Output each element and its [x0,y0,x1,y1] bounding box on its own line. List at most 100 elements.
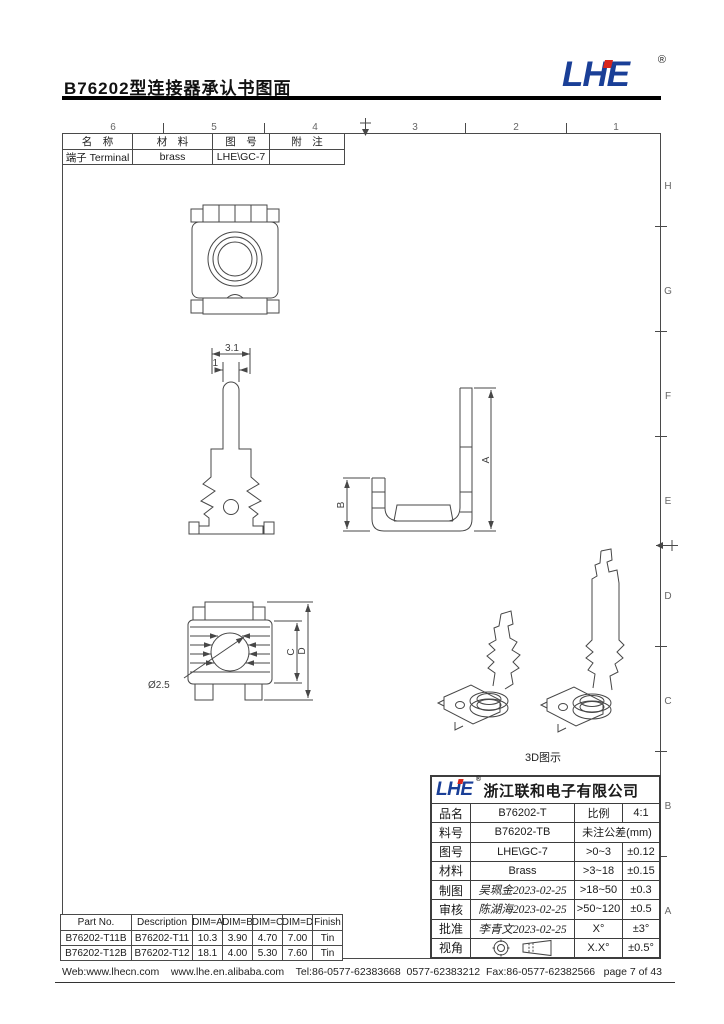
registered-mark: ® [475,776,481,783]
tolerance-value: ±0.3 [630,884,652,897]
logo-text: LHE [562,55,630,94]
side-view-drawing [343,387,496,532]
registered-mark: ® [657,54,666,66]
projection-symbol [471,938,575,957]
part-dimd: 7.60 [283,946,313,960]
field-label: 审核 [432,900,471,919]
col-header-dimd: DIM=D [283,915,313,930]
zone-label: B [665,801,672,812]
col-header-dimc: DIM=C [253,915,283,930]
parts-table-header-row: Part No. Description DIM=A DIM=B DIM=C D… [61,915,342,930]
field-label: 批准 [432,919,471,938]
part-no: B76202-T12B [61,946,132,960]
tolerance-range: X° [575,919,623,938]
top-view-drawing [190,204,280,315]
tolerance-range: >3~18 [575,861,623,880]
field-value: B76202-T [471,804,575,823]
part-no: B76202-T11B [61,931,132,945]
field-label: 视角 [432,938,471,957]
col-header-dima: DIM=A [193,915,223,930]
part-description: B76202-T11 [132,931,193,945]
title-block-row-partno: 料号 B76202-TB 未注公差(mm) [432,823,659,843]
scale-label: 比例 [575,804,623,823]
zone-label: 6 [110,122,116,133]
tolerance-value: ±3° [632,922,650,935]
zone-label: 3 [412,122,418,133]
tolerance-value: ±0.15 [627,864,655,877]
footer-contact-info: Web:www.lhecn.com www.lhe.en.alibaba.com… [62,966,596,978]
header-divider [62,96,661,100]
part-dima: 18.1 [193,946,223,960]
part-dimb: 4.00 [223,946,253,960]
page-title: B76202型连接器承认书图面 [64,79,292,98]
parts-table-row: B76202-T11B B76202-T11 10.3 3.90 4.70 7.… [61,930,342,945]
dim-label-pin: 1 [212,358,218,369]
part-dimc: 4.70 [253,931,283,945]
tolerance-title: 未注公差(mm) [582,827,652,840]
logo-text: LHE [436,779,473,800]
part-finish: Tin [320,932,335,944]
material-table-data-row: 端子 Terminal brass LHE\GC-7 [63,149,344,164]
material-table-header-row: 名 称 材 料 图 号 附 注 [63,134,344,149]
tolerance-value: ±0.5° [628,941,654,954]
tolerance-value: ±0.12 [627,845,655,858]
dim-label-C: C [286,648,297,655]
part-dimc: 5.30 [253,946,283,960]
page-number: page 7 of 43 [603,966,662,978]
dim-label-hole: Ø2.5 [148,680,170,691]
field-label: 制图 [432,881,471,900]
title-block-row-drawingno: 图号 LHE\GC-7 >0~3 ±0.12 [432,842,659,862]
scale-value: 4:1 [633,807,649,820]
top-center-mark-arrow [362,129,369,136]
zone-label: G [664,286,672,297]
zone-label: A [665,906,672,917]
material-table: 名 称 材 料 图 号 附 注 端子 Terminal brass LHE\GC… [62,133,345,165]
signature-drawn: 吴珮金2023-02-25 [471,881,575,900]
part-dima: 10.3 [193,931,223,945]
field-label: 图号 [432,842,471,861]
title-block-header: LHE ® 浙江联和电子有限公司 [432,776,659,804]
zone-label: C [664,696,671,707]
bottom-view-drawing [183,601,313,701]
zone-label: E [665,496,672,507]
parts-table-row: B76202-T12B B76202-T12 18.1 4.00 5.30 7.… [61,945,342,960]
field-value: B76202-TB [471,823,575,842]
title-block-row-checkedby: 审核 陈湖海2023-02-25 >50~120 ±0.5 [432,900,659,920]
col-header-finish: Finish [314,917,341,928]
field-label: 料号 [432,823,471,842]
title-block-logo: LHE ® [436,776,481,801]
col-header-description: Description [132,915,193,930]
material-name: 端子 Terminal [63,150,133,164]
title-block-row-projection: 视角 X.X° ±0.5° [432,938,659,957]
signature-checked: 陈湖海2023-02-25 [471,900,575,919]
col-header-partno: Part No. [61,915,132,930]
field-label: 品名 [432,804,471,823]
zone-label: 4 [312,122,318,133]
title-block-row-material: 材料 Brass >3~18 ±0.15 [432,861,659,881]
zone-label: D [664,591,671,602]
dim-label-B: B [336,501,347,508]
company-logo: LHE ® [562,54,666,96]
third-angle-projection-icon [492,939,551,957]
tolerance-range: >0~3 [575,842,623,861]
material-material: brass [133,150,213,164]
title-block-row-product: 品名 B76202-T 比例 4:1 [432,804,659,824]
material-drawingno: LHE\GC-7 [213,150,270,164]
field-label: 材料 [432,861,471,880]
tolerance-range: >18~50 [575,881,623,900]
material-note [270,150,344,164]
material-header-note: 附 注 [291,136,323,148]
material-header-drawingno: 图 号 [213,134,270,149]
iso-view-tall-terminal [539,548,625,733]
iso-view-caption: 3D图示 [525,751,561,764]
parts-table: Part No. Description DIM=A DIM=B DIM=C D… [60,914,343,961]
part-description: B76202-T12 [132,946,193,960]
zone-label: 5 [211,122,217,133]
tolerance-range: X.X° [575,938,623,957]
material-header-material: 材 料 [133,134,213,149]
signature-approved: 李青文2023-02-25 [471,919,575,938]
field-value: LHE\GC-7 [471,842,575,861]
zone-label: 2 [513,122,519,133]
